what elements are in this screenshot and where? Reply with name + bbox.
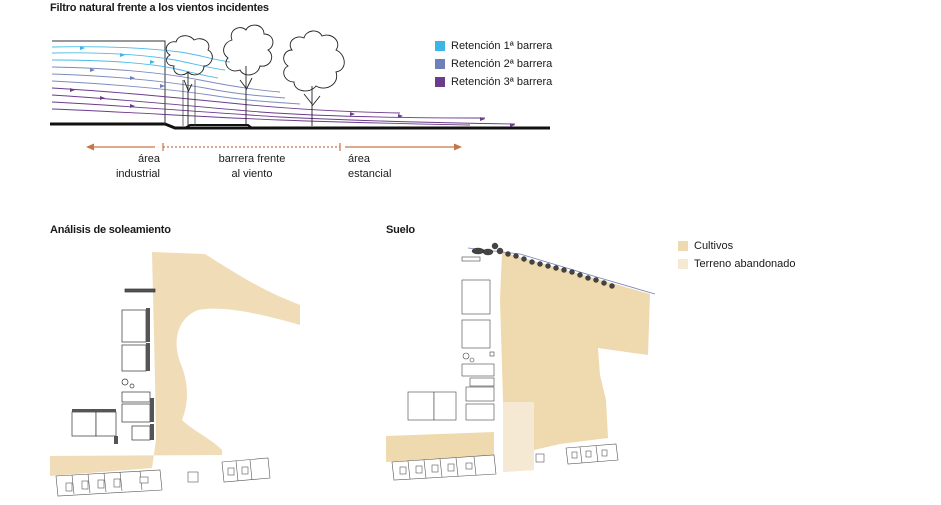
zone-label-line: barrera frente <box>218 153 286 165</box>
zone-label-line: industrial <box>115 168 160 180</box>
legend-swatch <box>435 41 445 51</box>
soil-section-title: Suelo <box>386 224 415 236</box>
legend-item-third-barrier: Retención 3ª barrera <box>435 73 552 91</box>
legend-item-first-barrier: Retención 1ª barrera <box>435 37 552 55</box>
wind-legend: Retención 1ª barrera Retención 2ª barrer… <box>435 37 552 91</box>
wind-direction-marks-grey <box>90 68 165 88</box>
legend-item-terreno-abandonado: Terreno abandonado <box>678 255 796 273</box>
arrow-head-left <box>86 143 94 151</box>
wind-section-title: Filtro natural frente a los vientos inci… <box>50 2 269 14</box>
legend-label: Retención 2ª barrera <box>451 58 553 70</box>
legend-swatch <box>678 241 688 251</box>
legend-item-second-barrier: Retención 2ª barrera <box>435 55 552 73</box>
wind-direction-marks <box>70 88 515 127</box>
zone-label-industrial: área industrial <box>100 152 160 182</box>
tree-outline-1 <box>165 35 213 125</box>
solar-section-title: Análisis de soleamiento <box>50 224 171 236</box>
industrial-building <box>52 40 166 124</box>
wind-lines-second-barrier <box>51 66 301 105</box>
zone-label-line: área <box>137 153 160 165</box>
soil-buildings <box>407 256 495 421</box>
solar-plots-row <box>55 457 271 497</box>
legend-label: Retención 1ª barrera <box>451 40 553 52</box>
zone-label-estancial: área estancial <box>348 152 408 182</box>
zone-arrows <box>86 143 462 151</box>
legend-label: Retención 3ª barrera <box>451 76 553 88</box>
soil-cultivated-area <box>500 252 650 472</box>
zone-label-line: estancial <box>348 168 392 180</box>
ground-line <box>50 122 550 130</box>
soil-legend: Cultivos Terreno abandonado <box>678 237 796 273</box>
ground-dip <box>184 124 253 129</box>
solar-fill-area <box>50 252 300 476</box>
tree-outline-3 <box>283 30 345 126</box>
solar-buildings <box>71 288 156 444</box>
zone-label-line: al viento <box>231 168 273 180</box>
soil-abandoned-area <box>503 402 534 472</box>
wind-direction-marks-blue <box>80 46 155 64</box>
legend-swatch <box>678 259 688 269</box>
soil-plots-row <box>391 443 619 481</box>
legend-item-cultivos: Cultivos <box>678 237 796 255</box>
tree-trunk-left <box>182 80 196 126</box>
legend-label: Cultivos <box>694 240 734 252</box>
soil-cultivated-strip <box>386 432 494 462</box>
soil-boundary-line <box>467 247 656 295</box>
legend-swatch <box>435 77 445 87</box>
soil-tree-row <box>471 242 615 289</box>
tree-outline-2 <box>223 24 274 125</box>
wind-lines-third-barrier <box>51 87 516 126</box>
legend-label: Terreno abandonado <box>694 258 796 270</box>
zone-label-barrier: barrera frente al viento <box>200 152 304 182</box>
zone-label-line: área <box>348 153 371 165</box>
legend-swatch <box>435 59 445 69</box>
arrow-head-right <box>454 143 462 151</box>
